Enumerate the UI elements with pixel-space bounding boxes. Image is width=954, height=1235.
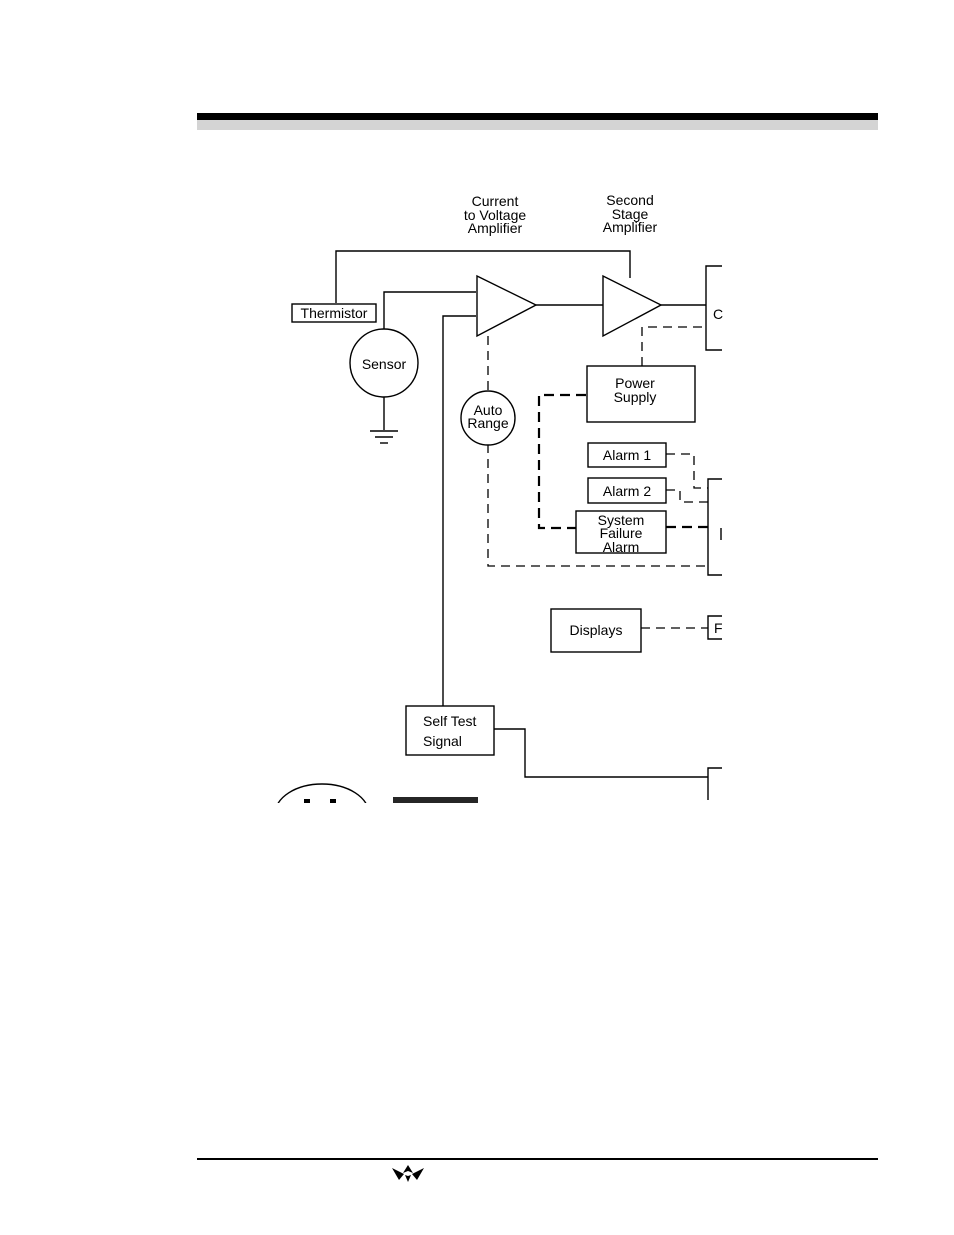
system-failure-alarm-label-3: Alarm [603,539,640,555]
sensor-circle [349,328,419,398]
current-to-voltage-amplifier-label-1: Current [472,193,519,209]
cut-right-box-3 [707,615,722,640]
cut-right-box-4 [707,767,722,800]
alarm-2-box [587,477,667,504]
system-failure-alarm-label-1: System [598,512,645,528]
second-stage-amplifier-label-2: Stage [612,206,649,222]
current-to-voltage-amplifier-label-2: to Voltage [464,207,526,223]
power-supply-label-2: Supply [614,389,657,405]
current-to-voltage-amplifier [476,274,538,338]
company-logo-icon [392,1165,424,1182]
auto-range-circle [460,390,516,446]
legend-text-fragment [304,797,478,803]
sensor-label: Sensor [362,356,407,372]
power-supply-to-output-line [641,326,706,366]
self-test-to-amplifier-wire [442,315,476,706]
thermistor-box [291,303,377,323]
power-supply-distribution-line [537,393,586,530]
cut-right-box-1 [705,265,722,351]
alarm-2-line [666,489,708,503]
auto-range-label-2: Range [467,415,508,431]
sensor-to-amplifier-wire [383,291,476,330]
second-stage-amplifier-label-3: Amplifier [603,219,658,235]
auto-range-label-1: Auto [474,402,503,418]
thermistor-label: Thermistor [301,305,368,321]
alarm-2-label: Alarm 2 [603,483,651,499]
cut-right-box-3-letter: F [714,620,723,636]
power-supply-box [586,365,696,423]
system-failure-alarm-box [575,510,667,554]
power-supply-label-1: Power [615,375,655,391]
self-test-signal-box [405,705,495,756]
self-test-output-wire [494,728,708,778]
header-rule-thick [197,113,878,120]
self-test-signal-label-2: Signal [423,733,462,749]
feedback-wire [335,250,631,303]
displays-box [550,608,642,653]
alarm-1-line [666,453,708,489]
alarm-1-label: Alarm 1 [603,447,651,463]
legend-ellipse [277,783,367,803]
header-rule-shade [197,120,878,130]
second-stage-amplifier-label-1: Second [606,192,653,208]
ground-icon [370,430,398,444]
auto-range-to-logic-line [487,444,708,567]
cropped-legend [277,783,478,803]
second-stage-amplifier [602,274,663,338]
displays-label: Displays [570,622,623,638]
cut-right-box-2 [707,478,722,576]
footer-rule [197,1158,878,1160]
alarm-1-box [587,442,667,468]
cut-right-box-1-letter: C [713,306,723,322]
current-to-voltage-amplifier-label-3: Amplifier [468,220,523,236]
system-failure-alarm-label-2: Failure [600,525,643,541]
self-test-signal-label-1: Self Test [423,713,477,729]
